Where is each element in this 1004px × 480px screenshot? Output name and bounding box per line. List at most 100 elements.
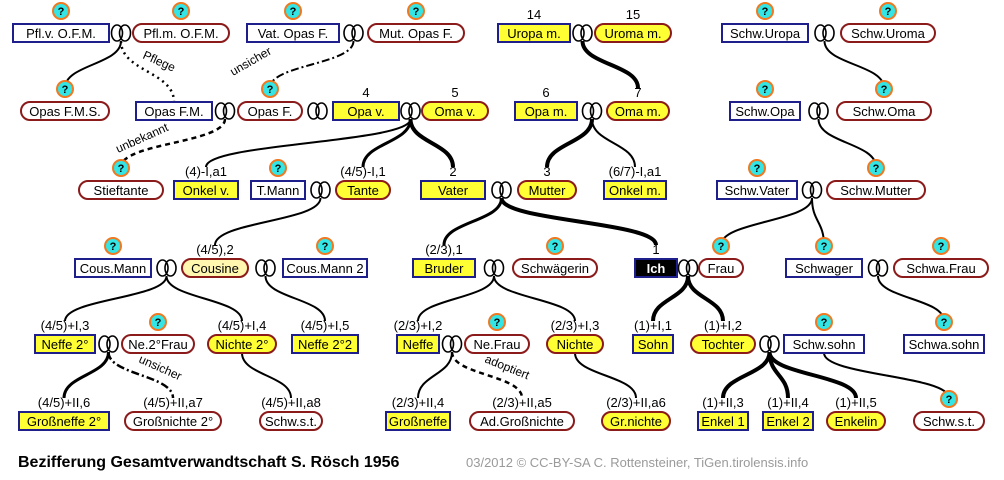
unknown-badge-icon: ? bbox=[756, 2, 774, 20]
person-nefrau: Ne.Frau? bbox=[464, 313, 530, 354]
connection-lines bbox=[62, 40, 950, 399]
descent-line bbox=[545, 118, 594, 168]
person-label: Nichte 2° bbox=[216, 337, 269, 352]
person-label: Sohn bbox=[638, 337, 668, 352]
person-label: Schw.Oma bbox=[853, 104, 917, 119]
person-label: Onkel m. bbox=[609, 183, 661, 198]
relation-code: (1)+I,1 bbox=[634, 318, 672, 333]
marriage-rings-icon bbox=[110, 24, 132, 42]
person-oval bbox=[124, 411, 222, 431]
person-oval bbox=[237, 101, 303, 121]
person-box bbox=[250, 180, 306, 200]
person-box bbox=[697, 411, 749, 431]
descent-line bbox=[241, 352, 292, 399]
relation-code: (4/5),2 bbox=[196, 242, 234, 257]
person-label: Opas F.M. bbox=[144, 104, 203, 119]
person-box bbox=[12, 23, 110, 43]
person-label: Opas F. bbox=[248, 104, 293, 119]
marriage-rings-icon bbox=[483, 259, 505, 277]
relation-code: (4/5)+I,3 bbox=[41, 318, 90, 333]
unknown-badge-icon: ? bbox=[546, 237, 564, 255]
person-tante: Tante(4/5)-I,1 bbox=[335, 164, 391, 200]
svg-text:?: ? bbox=[762, 6, 769, 18]
descent-line bbox=[580, 40, 640, 89]
person-oval bbox=[913, 411, 985, 431]
person-label: Ich bbox=[647, 261, 666, 276]
person-schwaegerin: Schwägerin? bbox=[512, 237, 598, 278]
person-label: Cous.Mann bbox=[80, 261, 146, 276]
unknown-badge-icon: ? bbox=[867, 159, 885, 177]
person-label: Schw.s.t. bbox=[265, 414, 317, 429]
svg-text:?: ? bbox=[110, 241, 117, 253]
person-box bbox=[762, 411, 814, 431]
person-oval bbox=[78, 180, 164, 200]
descent-line bbox=[64, 40, 122, 89]
descent-line bbox=[408, 118, 455, 168]
svg-text:?: ? bbox=[118, 163, 125, 175]
person-label: Schw.Opa bbox=[735, 104, 795, 119]
line-label-unsicher-bottom: unsicher bbox=[137, 352, 184, 383]
person-neffe: Neffe(2/3)+I,2 bbox=[394, 318, 442, 354]
descent-line bbox=[493, 275, 576, 322]
person-label: Enkel 1 bbox=[701, 414, 744, 429]
person-box bbox=[396, 334, 440, 354]
person-box bbox=[420, 180, 486, 200]
person-box bbox=[412, 258, 476, 278]
unknown-badge-icon: ? bbox=[815, 237, 833, 255]
unknown-badge-icon: ? bbox=[407, 2, 425, 20]
relation-code: 7 bbox=[634, 85, 641, 100]
descent-line bbox=[817, 118, 877, 168]
svg-text:?: ? bbox=[322, 241, 329, 253]
relation-code: (2/3)+II,a5 bbox=[492, 395, 552, 410]
descent-line bbox=[107, 351, 175, 399]
marriage-rings-icon bbox=[581, 102, 603, 120]
marriage-rings-icon bbox=[801, 181, 823, 199]
descent-line bbox=[686, 275, 725, 322]
marriage-rings-icon bbox=[310, 181, 331, 199]
person-label: Tante bbox=[347, 183, 379, 198]
person-oval bbox=[335, 180, 391, 200]
person-box bbox=[332, 101, 400, 121]
relation-code: 4 bbox=[362, 85, 369, 100]
unknown-badge-icon: ? bbox=[149, 313, 167, 331]
person-label: Vater bbox=[438, 183, 469, 198]
descent-line bbox=[119, 40, 176, 103]
person-label: Uropa m. bbox=[507, 26, 560, 41]
descent-line bbox=[205, 118, 412, 168]
descent-line bbox=[417, 351, 453, 399]
person-schwst2: Schw.s.t.? bbox=[913, 390, 985, 431]
person-label: Großneffe bbox=[389, 414, 447, 429]
person-oval bbox=[469, 411, 575, 431]
unknown-badge-icon: ? bbox=[261, 80, 279, 98]
unknown-badge-icon: ? bbox=[879, 2, 897, 20]
person-oval bbox=[690, 334, 756, 354]
svg-text:?: ? bbox=[275, 163, 282, 175]
relation-code: (4/5)+II,a7 bbox=[143, 395, 203, 410]
person-oval bbox=[121, 334, 195, 354]
person-label: Oma v. bbox=[435, 104, 476, 119]
person-label: Neffe 2° bbox=[42, 337, 89, 352]
person-oval bbox=[20, 101, 110, 121]
person-label: Tochter bbox=[702, 337, 745, 352]
relation-code: (6/7)-I,a1 bbox=[609, 164, 662, 179]
person-label: Cous.Mann 2 bbox=[286, 261, 363, 276]
person-label: Onkel v. bbox=[183, 183, 230, 198]
svg-text:?: ? bbox=[178, 6, 185, 18]
person-tochter: Tochter(1)+I,2 bbox=[690, 318, 756, 354]
svg-text:?: ? bbox=[938, 241, 945, 253]
person-oval bbox=[181, 258, 249, 278]
marriage-rings-icon bbox=[214, 102, 236, 120]
person-box bbox=[246, 23, 340, 43]
svg-text:?: ? bbox=[552, 241, 559, 253]
person-label: Cousine bbox=[191, 261, 239, 276]
person-box bbox=[34, 334, 96, 354]
person-schwst1: Schw.s.t.(4/5)+II,a8 bbox=[259, 395, 323, 431]
person-cousmann2: Cous.Mann 2? bbox=[282, 237, 368, 278]
unknown-badge-icon: ? bbox=[748, 159, 766, 177]
svg-text:?: ? bbox=[155, 317, 162, 329]
relation-code: (2/3),1 bbox=[425, 242, 463, 257]
person-label: Pfl.v. O.F.M. bbox=[26, 26, 96, 41]
